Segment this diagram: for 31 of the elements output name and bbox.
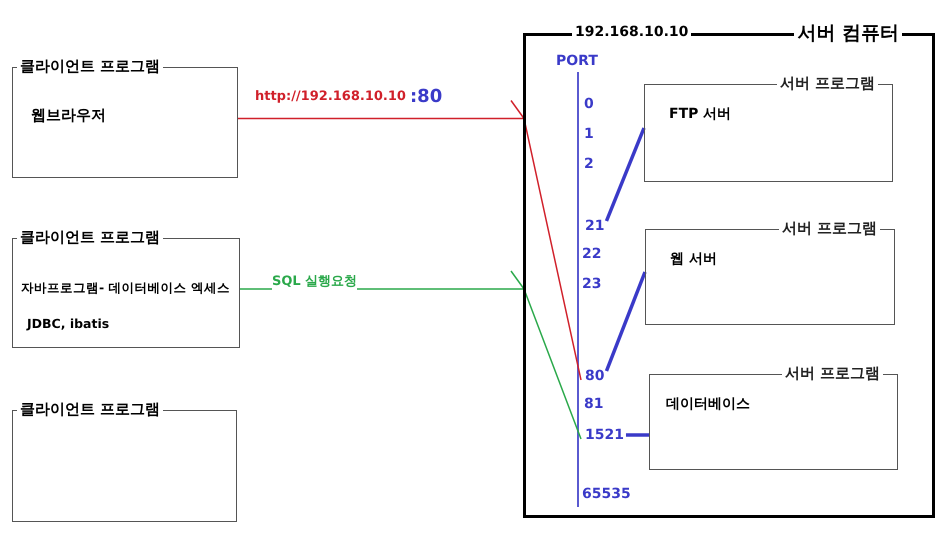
- box-title: 클라이언트 프로그램: [17, 400, 164, 418]
- box-title: 클라이언트 프로그램: [17, 57, 164, 75]
- port-number: 81: [584, 395, 604, 413]
- port-number: 21: [585, 218, 604, 234]
- port-number: 65535: [582, 485, 631, 503]
- connector-line: [604, 271, 647, 372]
- box-text: 웹브라우저: [31, 106, 106, 124]
- port-heading: PORT: [556, 52, 598, 70]
- box-text: 데이터베이스: [666, 395, 750, 413]
- box-text: JDBC, ibatis: [27, 315, 110, 333]
- connector-line: [237, 100, 582, 381]
- port-number: 80: [585, 368, 604, 384]
- box-text: FTP 서버: [669, 105, 732, 123]
- connector-line: [604, 127, 646, 222]
- box-title: 서버 프로그램: [778, 219, 880, 237]
- edge-label: SQL 실행요청: [272, 273, 358, 291]
- connector-line: [626, 433, 649, 437]
- port-number: 1521: [585, 427, 624, 443]
- box-text: 자바프로그램- 데이터베이스 엑세스: [21, 279, 230, 297]
- box-text: 웹 서버: [670, 250, 717, 268]
- edge-label: http://192.168.10.10: [255, 88, 406, 106]
- box-title: 서버 프로그램: [782, 364, 883, 382]
- port-number: 1: [584, 125, 594, 143]
- box-title: 서버 프로그램: [776, 74, 878, 92]
- port-number: 22: [582, 245, 602, 263]
- port-number: 23: [582, 275, 602, 293]
- port-label: :80: [410, 86, 442, 108]
- port-number: 0: [584, 95, 594, 113]
- port-number: 2: [584, 155, 594, 173]
- box-title: 서버 컴퓨터: [794, 21, 902, 45]
- box-title: 클라이언트 프로그램: [17, 228, 164, 246]
